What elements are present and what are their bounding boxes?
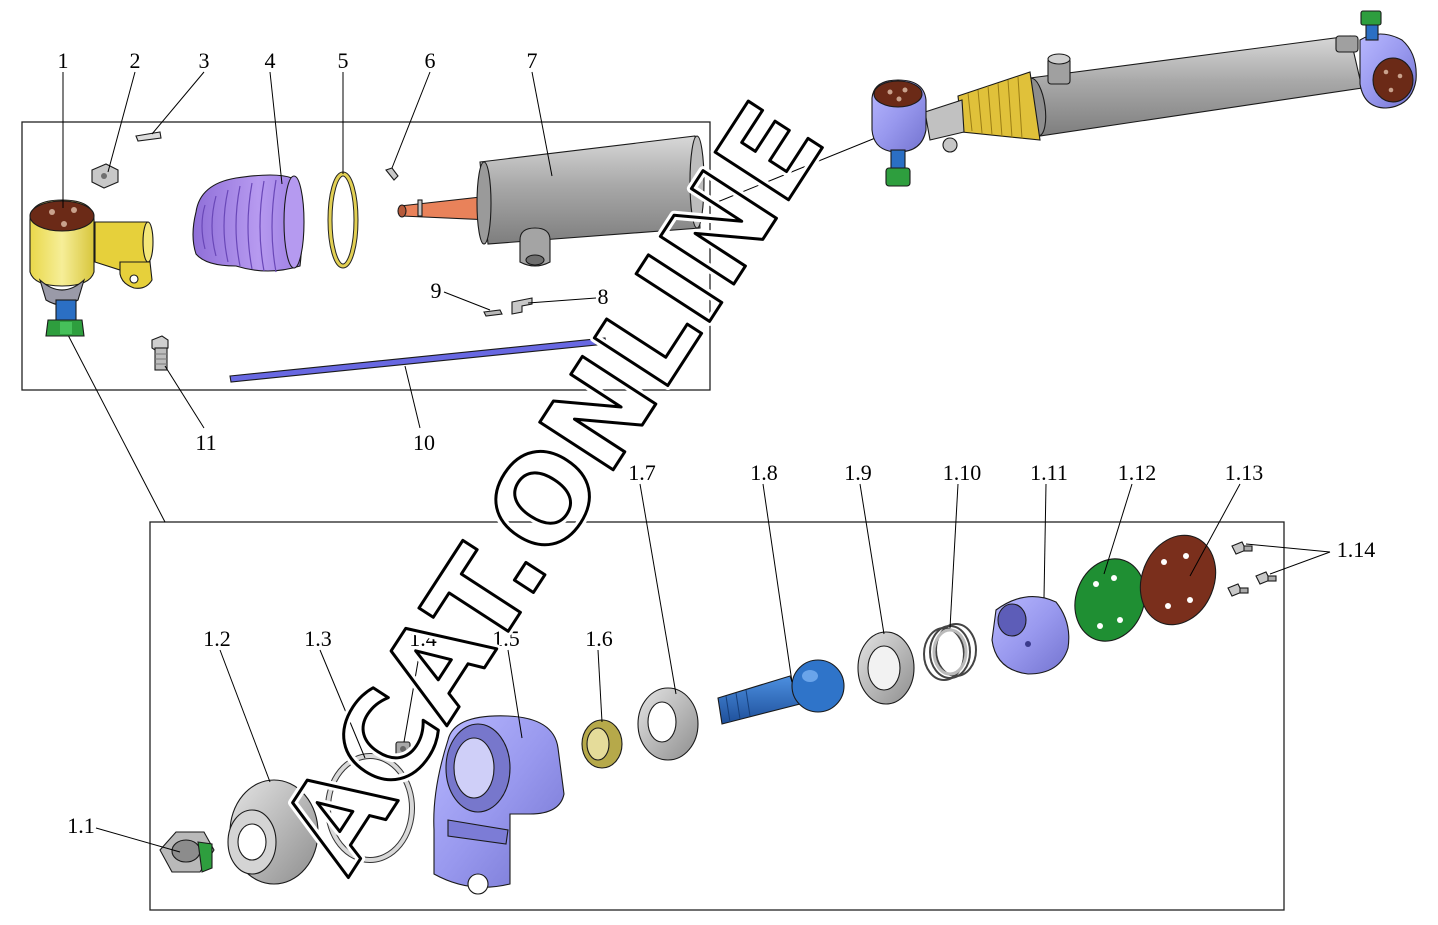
callout-1-7: 1.7: [628, 460, 656, 485]
part-3-cotter-pin: [135, 131, 162, 142]
part-1-11-cup: [991, 596, 1070, 675]
callout-11: 11: [195, 430, 216, 455]
part-1-4-grease-nipple: [395, 741, 411, 757]
part-2-castle-nut: [91, 163, 119, 189]
callout-7: 7: [527, 48, 538, 73]
part-1-3-retaining-ring: [325, 753, 415, 863]
callout-labels: 1 2 3 4 5 6 7 8 9 10 11 1.1 1.2 1.3 1.4 …: [58, 48, 1376, 838]
part-8-clip: [511, 297, 533, 315]
part-1-8-ball-pin: [717, 659, 845, 725]
callout-6: 6: [425, 48, 436, 73]
part-1-tie-rod-end: [29, 199, 154, 337]
callout-8: 8: [598, 284, 609, 309]
part-1-6-bushing: [581, 719, 623, 769]
detail-assembly-frame: [149, 521, 1285, 911]
part-5-snap-ring: [327, 171, 359, 269]
leader-lines: [62, 71, 1331, 853]
part-11-bolt: [151, 335, 169, 371]
callout-1-8: 1.8: [750, 460, 778, 485]
callout-1-6: 1.6: [585, 626, 613, 651]
assembled-tie-rod: [871, 10, 1417, 187]
part-1-7-bearing-ring: [637, 687, 699, 761]
callout-9: 9: [431, 278, 442, 303]
part-1-2-dust-cap: [227, 779, 319, 885]
callout-1-2: 1.2: [203, 626, 231, 651]
callout-1: 1: [58, 48, 69, 73]
part-7-hydraulic-cylinder: [397, 135, 705, 267]
part-9-small-pin: [483, 309, 503, 317]
part-1-12-gasket: [1074, 558, 1146, 642]
callout-1-9: 1.9: [844, 460, 872, 485]
upper-assembly-frame: [21, 121, 711, 391]
part-1-14-screws: [1227, 541, 1277, 597]
callout-1-5: 1.5: [492, 626, 520, 651]
callout-5: 5: [338, 48, 349, 73]
callout-4: 4: [265, 48, 276, 73]
callout-1-3: 1.3: [304, 626, 332, 651]
callout-1-1: 1.1: [67, 813, 95, 838]
part-10-rod: [229, 337, 607, 383]
callout-1-14: 1.14: [1337, 537, 1376, 562]
callout-10: 10: [413, 430, 435, 455]
callout-1-13: 1.13: [1225, 460, 1264, 485]
part-6-pin: [385, 167, 399, 181]
part-4-bellows-boot: [192, 174, 305, 273]
callout-2: 2: [130, 48, 141, 73]
callout-1-12: 1.12: [1118, 460, 1157, 485]
part-1-13-cover-plate: [1139, 534, 1217, 626]
part-1-10-spring: [923, 623, 977, 681]
part-1-5-housing: [433, 715, 565, 895]
callout-1-11: 1.11: [1030, 460, 1068, 485]
assembly-link-line: [709, 127, 901, 206]
callout-1-10: 1.10: [943, 460, 982, 485]
callout-1-4: 1.4: [409, 626, 437, 651]
part-1-9-spacer-ring: [857, 631, 915, 705]
part-1-1-castle-nut: [159, 831, 215, 873]
detail-link-line: [67, 334, 166, 523]
callout-3: 3: [199, 48, 210, 73]
